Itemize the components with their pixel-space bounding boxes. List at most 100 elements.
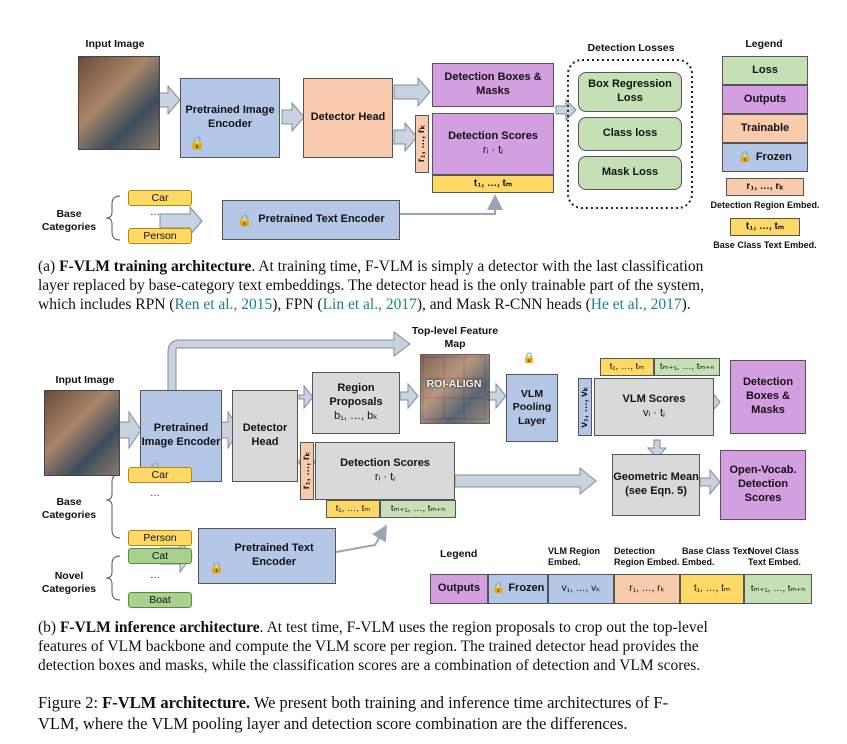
top-input-image (78, 56, 160, 150)
top-det-scores: Detection Scores rᵢ · tⱼ (432, 113, 554, 175)
top-cat-person: Person (128, 228, 192, 244)
top-region-embed: r₁, …, rₖ (415, 115, 429, 173)
legend-frozen-label: Frozen (755, 150, 792, 163)
caption-a-bold: F-VLM training architecture (59, 258, 252, 275)
arrow-head-to-boxes (393, 76, 431, 108)
arrow-b-proposals-to-roi (399, 382, 419, 410)
top-detector-head: Detector Head (303, 78, 393, 158)
b-legend-v: v₁, …, vₖ (548, 574, 614, 604)
caption-a-line3b: ), FPN ( (272, 296, 323, 313)
cite-he[interactable]: He et al., 2017 (590, 296, 682, 313)
arrow-b-img-to-encoder (118, 410, 142, 450)
b-det-scores: Detection Scores rᵢ · tⱼ (315, 442, 455, 500)
legend-text-embed-label: Base Class Text Embed. (713, 240, 817, 250)
caption-a-line3d: ). (681, 296, 691, 313)
b-region-proposals-label: Region Proposals (329, 382, 383, 409)
b-vlm-text-novel: tₘ₊₁, …, tₘ₊ₙ (654, 358, 720, 376)
legend-region-embed: r₁, …, rₖ (726, 178, 804, 196)
b-legend-frozen: 🔒 Frozen (488, 574, 548, 604)
b-base-categories: Base Categories (41, 496, 97, 522)
caption-b-prefix: (b) (38, 619, 60, 636)
b-vlm-scores-label: VLM Scores (622, 393, 686, 406)
b-legend-novel-text: Novel Class Text Embed. (748, 546, 801, 568)
arrow-b-roi-to-pool (487, 382, 507, 410)
caption-b-line2: features of VLM backbone and compute the… (38, 638, 699, 655)
caption-a-line3a: which includes RPN ( (38, 296, 175, 313)
b-detector-head: Detector Head (232, 390, 298, 482)
legend-frozen: 🔒 Frozen (722, 143, 808, 172)
b-feature-map (420, 354, 490, 424)
legend-loss: Loss (722, 56, 808, 85)
b-roi-align: ROI-ALIGN (426, 378, 482, 390)
b-image-encoder-label: Pretrained Image Encoder (141, 422, 221, 448)
b-legend-base-text: Base Class Text Embed. (682, 546, 751, 568)
b-vlm-embed-label: v₁, …, vₖ (578, 386, 590, 428)
caption-b-line1: . At test time, F-VLM uses the region pr… (259, 619, 708, 636)
loss-class: Class loss (578, 117, 682, 151)
caption-b-line3: detection boxes and masks, while the cla… (38, 657, 701, 674)
b-vlm-embed: v₁, …, vₖ (578, 378, 592, 436)
b-text-embed-base: t₁, …, tₘ (326, 500, 380, 518)
caption-a-line1: . At training time, F-VLM is simply a de… (251, 258, 704, 275)
loss-mask: Mask Loss (578, 156, 682, 190)
b-text-embed-novel: tₘ₊₁, …, tₘ₊ₙ (380, 500, 456, 518)
top-base-categories: Base Categories (41, 208, 97, 234)
lock-icon: 🔒 (189, 134, 206, 150)
cite-lin[interactable]: Lin et al., 2017 (322, 296, 417, 313)
arrow-b-geo-to-open (699, 468, 721, 496)
b-legend-tn: tₘ₊₁, …, tₘ₊ₙ (744, 574, 812, 604)
bracket-b-base (105, 473, 121, 539)
losses-title: Detection Losses (587, 42, 675, 54)
b-geo-mean: Geometric Mean (see Eqn. 5) (612, 454, 700, 516)
b-cat-ellipsis: … (150, 488, 160, 499)
top-legend-title: Legend (745, 38, 783, 50)
lock-icon: 🔒 (209, 560, 224, 574)
arrow-text-enc-to-embed (400, 194, 503, 215)
arrow-b-head-to-proposals (298, 384, 314, 410)
b-text-encoder: 🔒 Pretrained Text Encoder (198, 528, 336, 584)
b-score-formula: rᵢ · tⱼ (374, 471, 396, 483)
figure-caption: Figure 2: F-VLM architecture. We present… (38, 692, 828, 734)
b-vlm-formula: vᵢ · tⱼ (643, 407, 665, 419)
b-novel-categories: Novel Categories (41, 570, 97, 596)
b-cat-car: Car (128, 467, 192, 483)
b-cat-ellipsis-novel: … (150, 570, 160, 581)
arrow-encoder-to-head (281, 101, 305, 133)
lock-icon: 🔒 (491, 582, 506, 595)
arrow-img-to-encoder (157, 84, 181, 116)
caption-b: (b) F-VLM inference architecture. At tes… (38, 618, 828, 675)
top-det-scores-label: Detection Scores (448, 130, 538, 143)
top-text-embed: t₁, …, tₘ (432, 175, 554, 193)
arrow-b-scores-to-geo (454, 466, 597, 496)
arrow-b-text-enc-to-embed (335, 524, 388, 553)
b-vlm-pooling: VLM Pooling Layer (506, 374, 558, 442)
arrow-to-loss (555, 98, 577, 122)
figure-caption-prefix: Figure 2: (38, 693, 103, 712)
top-det-boxes: Detection Boxes & Masks (432, 63, 554, 107)
caption-a-line2: layer replaced by base-category text emb… (38, 277, 704, 294)
lock-icon: 🔒 (237, 212, 253, 227)
b-cat-boat: Boat (128, 592, 192, 608)
top-text-encoder: 🔒 Pretrained Text Encoder (222, 200, 400, 240)
b-legend-det-region: Detection Region Embed. (614, 546, 680, 568)
bracket-top-cats (105, 195, 121, 241)
b-region-embed: r₁, …, rₖ (300, 442, 314, 500)
figure-caption-line1: We present both training and inference t… (250, 693, 669, 712)
b-legend-vlm-region: VLM Region Embed. (548, 546, 600, 568)
b-input-image (44, 390, 120, 476)
loss-box-regression: Box Regression Loss (578, 72, 682, 112)
b-legend-title: Legend (440, 548, 478, 560)
top-cat-ellipsis: … (150, 207, 160, 218)
top-cat-car: Car (128, 190, 192, 206)
top-image-encoder-label: Pretrained Image Encoder (185, 104, 275, 130)
b-open-vocab: Open-Vocab. Detection Scores (720, 450, 806, 520)
b-input-image-label: Input Image (55, 374, 115, 386)
b-region-proposals: Region Proposals b₁, …, bₖ (312, 372, 400, 434)
b-cat-cat: Cat (128, 548, 192, 564)
top-text-encoder-label: Pretrained Text Encoder (258, 213, 385, 226)
legend-outputs: Outputs (722, 85, 808, 114)
figure-caption-line2: VLM, where the VLM pooling layer and det… (38, 714, 628, 733)
cite-ren[interactable]: Ren et al., 2015 (174, 296, 273, 313)
top-score-formula: rᵢ · tⱼ (482, 144, 504, 156)
lock-icon: 🔒 (738, 150, 752, 163)
